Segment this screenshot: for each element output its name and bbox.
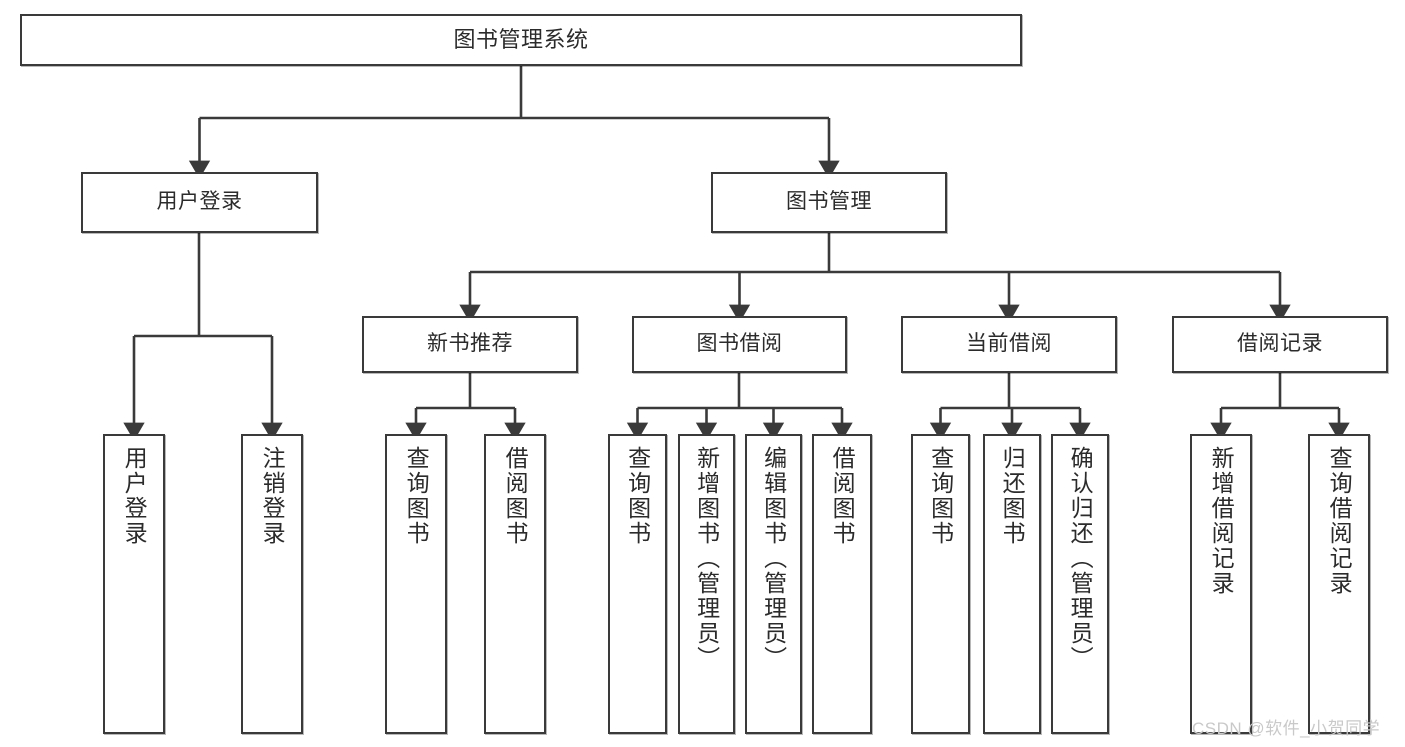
- node-label: 图书借阅: [696, 332, 783, 356]
- node-leaf-borrow-book-rec[interactable]: 借阅图书: [484, 434, 546, 734]
- node-current-borrow[interactable]: 当前借阅: [901, 316, 1117, 373]
- node-label: 借阅图书: [502, 446, 529, 546]
- node-label: 注销登录: [259, 446, 286, 546]
- node-label: 新增借阅记录: [1208, 446, 1235, 596]
- node-label: 查询图书: [927, 446, 954, 546]
- node-label: 编辑图书（管理员）: [760, 446, 787, 671]
- node-label: 查询图书: [403, 446, 430, 546]
- node-label: 查询借阅记录: [1326, 446, 1353, 596]
- node-leaf-user-login[interactable]: 用户登录: [103, 434, 165, 734]
- node-leaf-borrow-book[interactable]: 借阅图书: [812, 434, 872, 734]
- node-leaf-edit-book-admin[interactable]: 编辑图书（管理员）: [745, 434, 802, 734]
- node-leaf-add-book-admin[interactable]: 新增图书（管理员）: [678, 434, 735, 734]
- node-label: 用户登录: [121, 446, 148, 546]
- node-label: 图书管理: [786, 190, 872, 214]
- node-label: 当前借阅: [966, 332, 1052, 356]
- node-new-book-recommend[interactable]: 新书推荐: [362, 316, 578, 373]
- node-label: 新书推荐: [427, 332, 513, 356]
- node-label: 确认归还（管理员）: [1067, 446, 1094, 671]
- node-leaf-query-book-rec[interactable]: 查询图书: [385, 434, 447, 734]
- node-leaf-return-book[interactable]: 归还图书: [983, 434, 1041, 734]
- node-label: 新增图书（管理员）: [693, 446, 720, 671]
- node-leaf-query-book-current[interactable]: 查询图书: [911, 434, 970, 734]
- node-label: 借阅记录: [1237, 332, 1323, 356]
- node-leaf-query-book-borrow[interactable]: 查询图书: [608, 434, 667, 734]
- node-leaf-add-borrow-record[interactable]: 新增借阅记录: [1190, 434, 1252, 734]
- node-label: 用户登录: [156, 190, 243, 214]
- node-leaf-confirm-return-admin[interactable]: 确认归还（管理员）: [1051, 434, 1109, 734]
- node-label: 归还图书: [999, 446, 1026, 546]
- node-label: 借阅图书: [829, 446, 856, 546]
- node-root[interactable]: 图书管理系统: [20, 14, 1022, 66]
- node-book-manage[interactable]: 图书管理: [711, 172, 947, 233]
- node-label: 图书管理系统: [453, 27, 589, 53]
- node-leaf-user-logout[interactable]: 注销登录: [241, 434, 303, 734]
- node-book-borrow[interactable]: 图书借阅: [632, 316, 847, 373]
- node-user-login[interactable]: 用户登录: [81, 172, 318, 233]
- node-label: 查询图书: [624, 446, 651, 546]
- node-borrow-record[interactable]: 借阅记录: [1172, 316, 1388, 373]
- node-leaf-query-borrow-record[interactable]: 查询借阅记录: [1308, 434, 1370, 734]
